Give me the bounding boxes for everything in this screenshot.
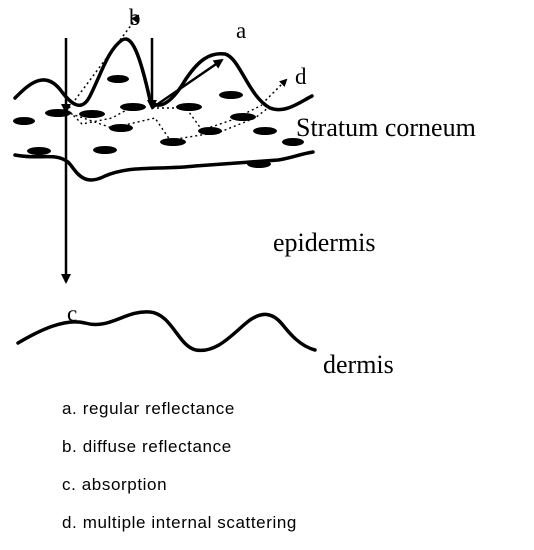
dermis-boundary [18, 312, 315, 351]
legend-item-c: c. absorption [62, 476, 167, 493]
label-arrow-a: a [236, 18, 246, 43]
corneocyte-cell [219, 91, 243, 99]
legend-item-b: b. diffuse reflectance [62, 438, 232, 455]
corneocyte-cell [79, 110, 105, 118]
corneocyte-cell [247, 160, 271, 168]
corneocyte-cell [120, 103, 146, 111]
label-stratum-corneum: Stratum corneum [296, 113, 476, 142]
label-arrow-c: c [67, 301, 77, 326]
corneocyte-cell [93, 146, 117, 154]
regular-reflectance-arrow-a [152, 60, 222, 108]
corneocyte-cell [109, 124, 133, 132]
corneocyte-cell [27, 147, 51, 155]
corneocyte-cells [13, 75, 304, 168]
corneocyte-cell [253, 127, 277, 135]
label-dermis: dermis [323, 350, 394, 379]
corneocyte-cell [107, 75, 129, 83]
label-arrow-b: b [129, 5, 141, 30]
label-arrow-d: d [295, 64, 307, 89]
diffuse-reflectance-arrow-b [66, 16, 138, 112]
corneocyte-cell [176, 103, 202, 111]
scattering-exit-arrow-d [262, 80, 286, 104]
corneocyte-cell [13, 117, 35, 125]
corneocyte-cell [198, 127, 222, 135]
legend-item-a: a. regular reflectance [62, 400, 235, 417]
legend-item-d: d. multiple internal scattering [62, 514, 297, 531]
corneocyte-cell [160, 138, 186, 146]
label-epidermis: epidermis [273, 228, 376, 257]
